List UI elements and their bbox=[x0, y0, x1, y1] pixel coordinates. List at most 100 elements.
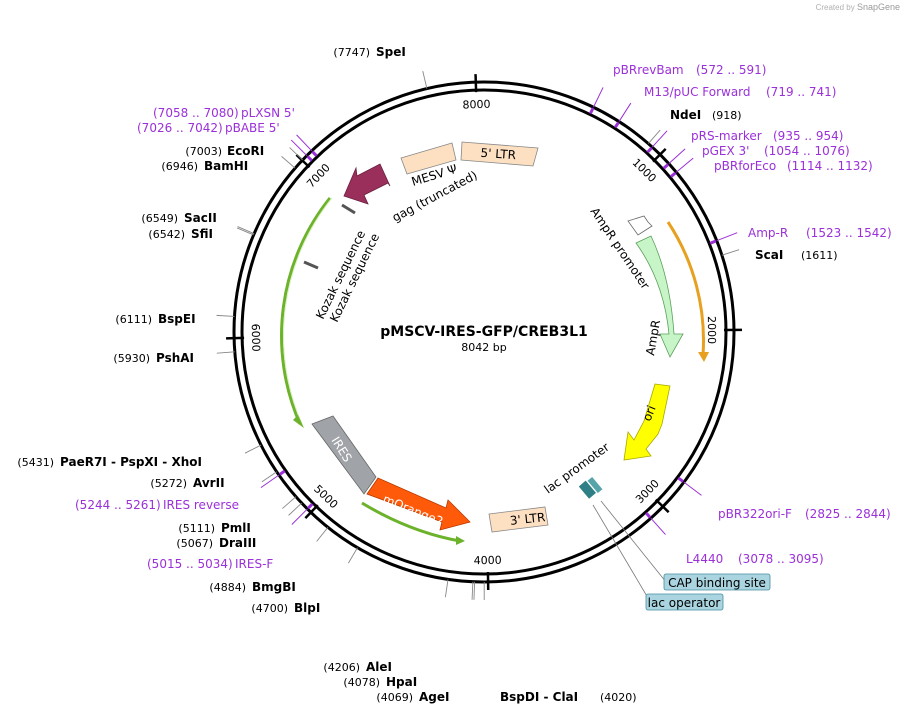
site-leader bbox=[244, 444, 262, 454]
cap-binding-site-label: CAP binding site bbox=[668, 576, 766, 590]
primer-range: (7058 .. 7080) bbox=[153, 106, 239, 120]
site-leader bbox=[282, 496, 297, 509]
site-label-scai[interactable]: ScaI(1611) bbox=[755, 248, 838, 262]
lac-operator-callout[interactable]: lac operator bbox=[592, 504, 724, 611]
primer-label-ires-f[interactable]: (5015 .. 5034)IRES-F bbox=[147, 557, 273, 571]
primer-name: L4440 bbox=[686, 552, 723, 566]
site-label-bmgbi[interactable]: (4884)BmgBI bbox=[209, 580, 295, 594]
primer-label-l4440[interactable]: L4440(3078 .. 3095) bbox=[686, 552, 824, 566]
site-label-bamhi[interactable]: (6946)BamHI bbox=[161, 159, 248, 173]
site-name: SacII bbox=[184, 211, 217, 225]
primer-leader bbox=[683, 481, 702, 496]
feature-3ltr-label: 3' LTR bbox=[509, 510, 546, 528]
site-leader bbox=[281, 156, 296, 169]
site-label-alei[interactable]: (4206)AleI bbox=[323, 660, 392, 674]
site-label-blpi[interactable]: (4700)BlpI bbox=[251, 601, 320, 615]
feature-3ltr[interactable] bbox=[488, 506, 549, 533]
feature-cap-site[interactable] bbox=[587, 476, 603, 494]
feature-morange[interactable] bbox=[366, 477, 471, 531]
primer-label-m13-puc-forward[interactable]: M13/pUC Forward(719 .. 741) bbox=[644, 85, 836, 99]
primer-name: pGEX 3' bbox=[702, 144, 749, 158]
primer-mark bbox=[589, 107, 595, 115]
site-name: PmlI bbox=[221, 521, 251, 535]
feature-ampr-promoter[interactable] bbox=[627, 215, 653, 236]
site-leader bbox=[471, 581, 474, 600]
primer-range: (7026 .. 7042) bbox=[137, 121, 223, 135]
site-label-sfii[interactable]: (6542)SfiI bbox=[148, 227, 213, 241]
site-label-pshai[interactable]: (5930)PshAI bbox=[113, 351, 194, 365]
site-label-agei[interactable]: (4069) AgeI bbox=[376, 690, 449, 704]
site-leader bbox=[288, 502, 302, 516]
feature-ampr-arc[interactable] bbox=[666, 221, 705, 356]
feature-gag[interactable] bbox=[343, 163, 391, 205]
primer-label-ires-reverse[interactable]: (5244 .. 5261)IRES reverse bbox=[75, 498, 239, 512]
site-label-clai[interactable]: BspDI - ClaI(4020) bbox=[500, 690, 637, 704]
primer-mark bbox=[278, 469, 286, 476]
site-leader bbox=[444, 579, 449, 598]
cap-binding-site-callout[interactable]: CAP binding site bbox=[600, 500, 771, 591]
site-pos: (4069) bbox=[376, 691, 413, 704]
feature-ampr[interactable] bbox=[635, 235, 684, 358]
primer-name: pRS-marker bbox=[691, 129, 762, 143]
site-name: AgeI bbox=[419, 690, 449, 704]
feature-gfp-arrowhead bbox=[456, 536, 465, 545]
site-label-hpai[interactable]: (4078)HpaI bbox=[343, 675, 417, 689]
site-pos: (7747) bbox=[333, 46, 370, 59]
primer-mark bbox=[613, 121, 620, 129]
site-label-pmli[interactable]: (5111)PmlI bbox=[178, 521, 250, 535]
feature-insert-arc[interactable] bbox=[280, 197, 332, 425]
site-name: DraIII bbox=[219, 536, 256, 550]
feature-lac-operator[interactable] bbox=[578, 480, 596, 499]
feature-ires[interactable] bbox=[311, 415, 377, 495]
site-leader bbox=[236, 227, 254, 236]
primer-name: IRES-F bbox=[235, 557, 273, 571]
feature-mesv[interactable] bbox=[400, 142, 457, 175]
feature-ori[interactable] bbox=[623, 383, 671, 461]
site-label-sacii[interactable]: (6549)SacII bbox=[141, 211, 216, 225]
primer-label-pbr322ori-f[interactable]: pBR322ori-F(2825 .. 2844) bbox=[718, 507, 891, 521]
kozak-mark-2 bbox=[303, 260, 319, 270]
credit-prefix: Created by bbox=[815, 3, 855, 12]
primer-label-pbrrevbam[interactable]: pBRrevBam(572 .. 591) bbox=[613, 63, 766, 77]
primer-leader bbox=[618, 102, 632, 122]
feature-gfp-arc[interactable] bbox=[361, 501, 461, 543]
primer-mark bbox=[677, 476, 684, 483]
site-leader bbox=[237, 226, 255, 235]
site-name: BspEI bbox=[158, 312, 196, 326]
primer-label-amp-r[interactable]: Amp-R(1523 .. 1542) bbox=[748, 226, 892, 240]
site-pos: (6111) bbox=[115, 313, 152, 326]
site-label-ecori[interactable]: (7003)EcoRI bbox=[185, 144, 264, 158]
primer-label-plxsn-5[interactable]: (7058 .. 7080)pLXSN 5' bbox=[153, 106, 295, 120]
site-leader bbox=[261, 471, 277, 483]
feature-ori-label: ori bbox=[640, 403, 659, 423]
site-label-xhoi[interactable]: (5431)PaeR7I - PspXI - XhoI bbox=[17, 455, 202, 469]
primer-name: pLXSN 5' bbox=[241, 106, 295, 120]
primer-mark bbox=[662, 163, 670, 170]
primer-label-prs-marker[interactable]: pRS-marker(935 .. 954) bbox=[691, 129, 843, 143]
site-pos: (1611) bbox=[801, 249, 838, 262]
feature-5ltr[interactable] bbox=[460, 141, 539, 167]
feature-insert-arrowhead bbox=[293, 415, 304, 428]
primer-range: (5244 .. 5261) bbox=[75, 498, 161, 512]
primer-leader bbox=[291, 508, 308, 525]
site-label-ndei[interactable]: NdeI(918) bbox=[670, 108, 742, 122]
tick-mark bbox=[652, 147, 667, 163]
site-label-spei[interactable]: (7747)SpeI bbox=[333, 45, 405, 59]
primer-mark bbox=[645, 511, 652, 519]
tick-mark bbox=[474, 74, 478, 93]
primer-label-pbabe-5[interactable]: (7026 .. 7042)pBABE 5' bbox=[137, 121, 280, 135]
site-label-avrii[interactable]: (5272)AvrII bbox=[150, 476, 224, 490]
primer-range: (1523 .. 1542) bbox=[806, 226, 892, 240]
primer-label-pbrforeco[interactable]: pBRforEco(1114 .. 1132) bbox=[714, 159, 873, 173]
primer-name: pBRrevBam bbox=[613, 63, 684, 77]
primer-range: (1114 .. 1132) bbox=[787, 159, 873, 173]
site-leader bbox=[216, 351, 235, 354]
site-name: PshAI bbox=[156, 351, 194, 365]
site-name: AleI bbox=[366, 660, 392, 674]
site-label-bspei[interactable]: (6111) BspEI bbox=[115, 312, 195, 326]
site-label-draiii[interactable]: (5067)DraIII bbox=[176, 536, 256, 550]
primer-leaders bbox=[260, 87, 738, 535]
feature-ampr-label: AmpR bbox=[643, 319, 663, 357]
primer-label-pgex-3[interactable]: pGEX 3'(1054 .. 1076) bbox=[702, 144, 850, 158]
primer-mark bbox=[307, 502, 314, 510]
